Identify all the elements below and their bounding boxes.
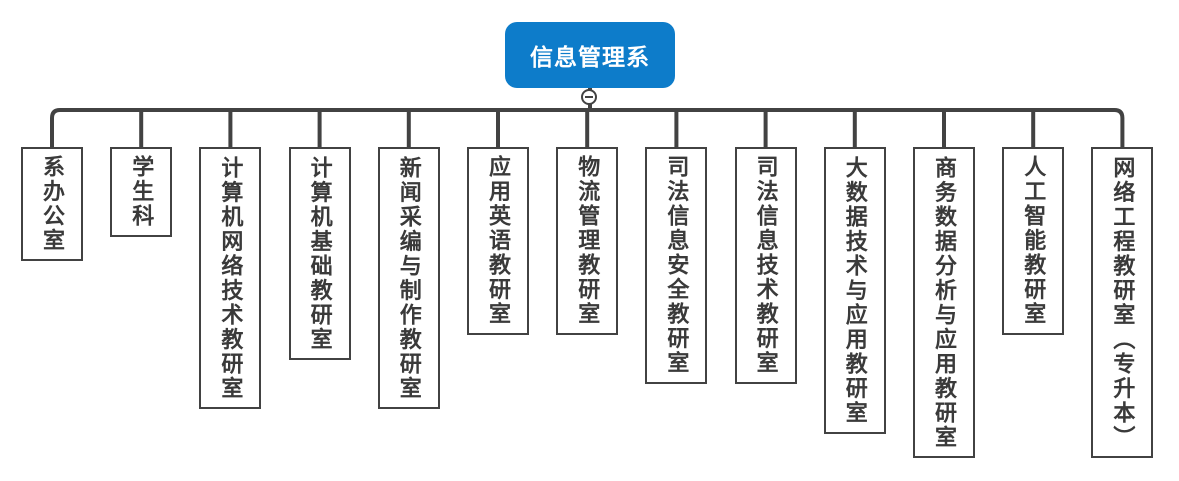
root-node[interactable]: 信息管理系	[505, 22, 675, 88]
org-node[interactable]: 司法信息安全教研室	[645, 147, 708, 384]
org-node-label: 新闻采编与制作教研室	[396, 155, 422, 401]
org-node[interactable]: 物流管理教研室	[556, 147, 619, 335]
minus-icon	[585, 96, 593, 98]
org-node-label: 计算机基础教研室	[307, 155, 333, 352]
org-node[interactable]: 新闻采编与制作教研室	[377, 147, 440, 409]
org-node-label: 应用英语教研室	[486, 155, 511, 327]
org-node[interactable]: 司法信息技术教研室	[734, 147, 797, 384]
org-node[interactable]: 网络工程教研室（专升本）	[1091, 147, 1154, 458]
org-node-label: 司法信息安全教研室	[664, 155, 690, 376]
org-node-label: 人工智能教研室	[1021, 155, 1047, 327]
collapse-button[interactable]	[581, 89, 597, 105]
org-node[interactable]: 计算机网络技术教研室	[199, 147, 262, 409]
org-node[interactable]: 学生科	[110, 147, 173, 237]
org-node-label: 系办公室	[40, 155, 65, 253]
org-node[interactable]: 人工智能教研室	[1002, 147, 1065, 335]
org-node-label: 司法信息技术教研室	[753, 155, 779, 376]
org-node-label: 大数据技术与应用教研室	[842, 155, 868, 426]
org-node-label: 物流管理教研室	[575, 155, 601, 327]
org-node-label: 网络工程教研室（专升本）	[1110, 155, 1136, 450]
org-node[interactable]: 大数据技术与应用教研室	[823, 147, 886, 434]
org-node[interactable]: 计算机基础教研室	[288, 147, 351, 360]
org-node-label: 商务数据分析与应用教研室	[932, 155, 957, 450]
org-node[interactable]: 应用英语教研室	[467, 147, 529, 335]
org-node[interactable]: 系办公室	[21, 147, 83, 261]
root-node-label: 信息管理系	[530, 44, 650, 70]
org-node-label: 学生科	[129, 155, 155, 229]
org-node[interactable]: 商务数据分析与应用教研室	[913, 147, 975, 458]
org-node-label: 计算机网络技术教研室	[218, 155, 244, 401]
